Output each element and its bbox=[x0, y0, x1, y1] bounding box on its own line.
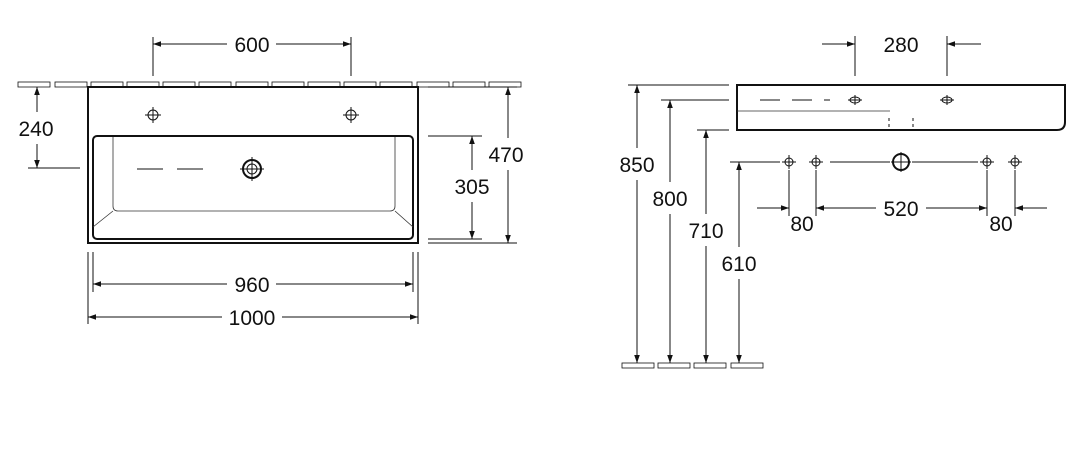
height-fixing-label: 610 bbox=[721, 253, 756, 276]
floor-line bbox=[621, 362, 764, 369]
front-depth-label: 470 bbox=[488, 144, 523, 167]
fixing-hole-3 bbox=[980, 155, 994, 169]
fixing-spacing-label: 520 bbox=[883, 198, 918, 221]
dim-280: 280 bbox=[822, 34, 981, 76]
dim-710: 710 bbox=[688, 130, 724, 363]
side-tap-hole-left bbox=[848, 95, 862, 105]
side-tap-spacing-label: 280 bbox=[883, 34, 918, 57]
bowl-width-label: 960 bbox=[234, 274, 269, 297]
tap-hole-right bbox=[343, 107, 359, 123]
dim-850: 850 bbox=[619, 85, 655, 363]
dim-240: 240 bbox=[18, 87, 80, 169]
fixing-offset-right-label: 80 bbox=[989, 213, 1012, 236]
fixing-holes bbox=[730, 152, 1022, 172]
dim-520: 520 bbox=[816, 198, 987, 221]
fixing-hole-1 bbox=[782, 155, 796, 169]
side-basin-outline bbox=[736, 84, 1066, 131]
basin-outline bbox=[87, 86, 419, 244]
front-height-label: 240 bbox=[18, 118, 53, 141]
side-view: 280 bbox=[619, 34, 1066, 369]
dim-960: 960 bbox=[92, 252, 414, 297]
bowl-depth-label: 305 bbox=[454, 176, 489, 199]
dim-80-left: 80 bbox=[757, 205, 814, 236]
overall-width-label: 1000 bbox=[229, 307, 276, 330]
dim-80-right: 80 bbox=[989, 205, 1047, 236]
height-underside-label: 710 bbox=[688, 220, 723, 243]
front-view: 600 240 470 305 bbox=[17, 34, 524, 330]
front-tap-spacing-label: 600 bbox=[234, 34, 269, 57]
height-top-label: 850 bbox=[619, 154, 654, 177]
dim-800: 800 bbox=[652, 100, 688, 363]
fixing-offset-left-label: 80 bbox=[790, 213, 813, 236]
side-drain bbox=[891, 152, 911, 172]
dim-600: 600 bbox=[152, 34, 352, 76]
fixing-hole-4 bbox=[1008, 155, 1022, 169]
bowl-outline bbox=[92, 135, 414, 240]
height-rim-label: 800 bbox=[652, 188, 687, 211]
bowl-inner-outline bbox=[112, 137, 396, 212]
fixing-hole-2 bbox=[809, 155, 823, 169]
drain bbox=[240, 157, 264, 181]
dim-1000: 1000 bbox=[87, 252, 419, 330]
dim-470: 470 bbox=[428, 86, 524, 244]
side-tap-hole-right bbox=[940, 95, 954, 105]
dim-305: 305 bbox=[428, 135, 490, 240]
tap-hole-left bbox=[145, 107, 161, 123]
dim-610: 610 bbox=[721, 162, 757, 363]
